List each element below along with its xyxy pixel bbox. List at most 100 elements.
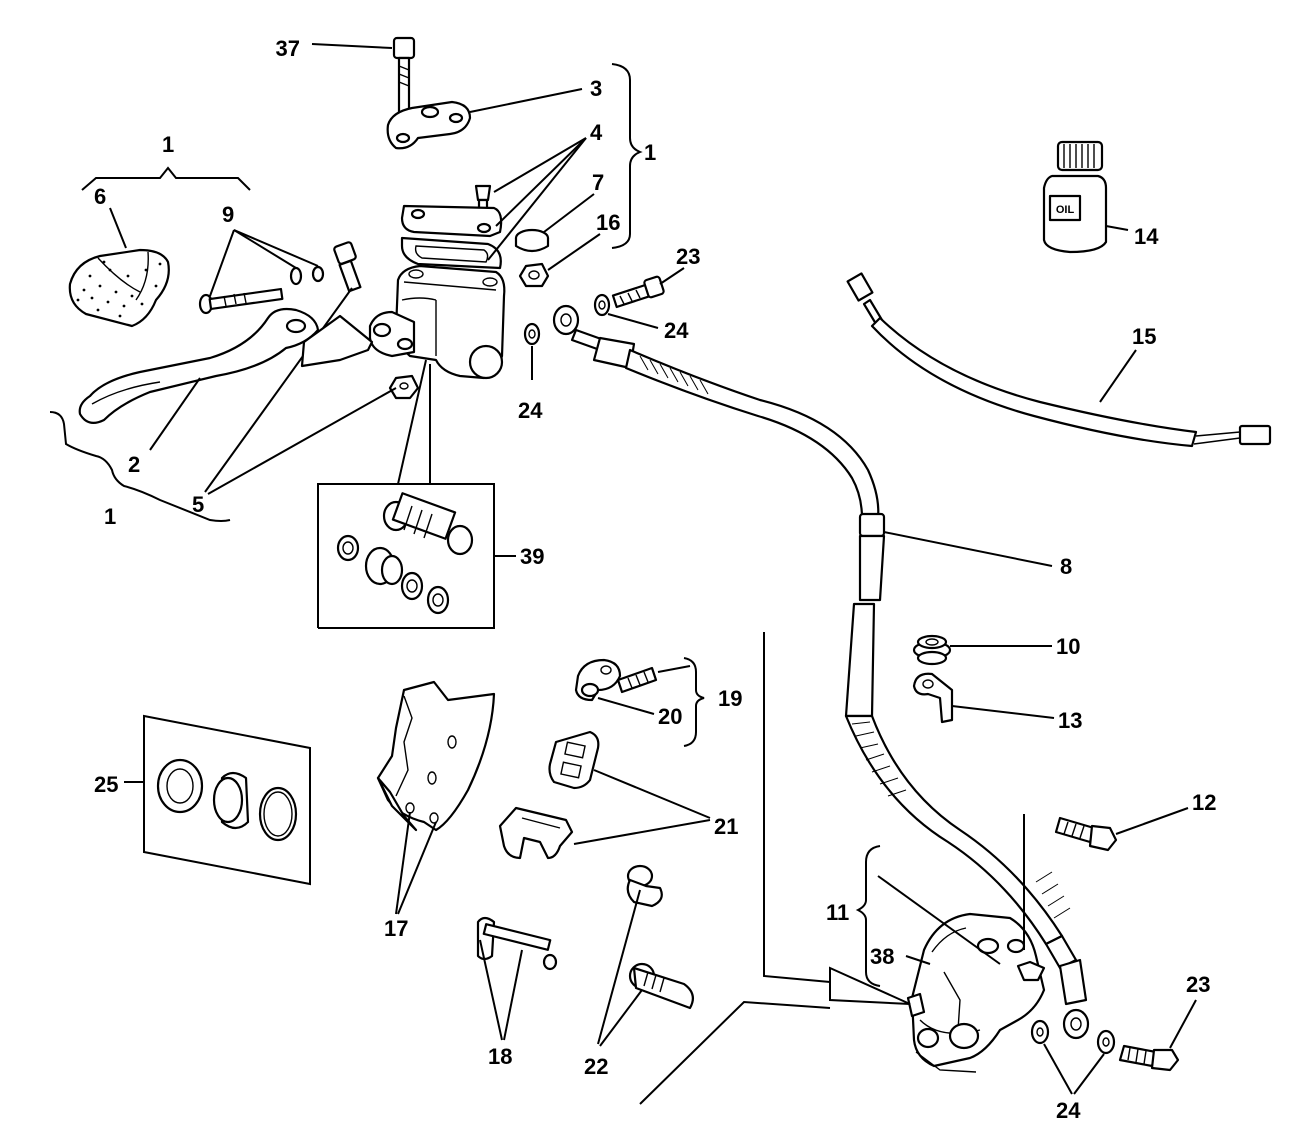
part-8-brake-hose [552, 304, 1090, 1040]
hose-braid-bottom [851, 721, 1071, 919]
leader-9b [233, 229, 297, 269]
leader-37 [311, 43, 393, 49]
leader-16 [547, 233, 601, 271]
callout-20: 20 [658, 704, 682, 729]
callout-11: 11 [826, 900, 849, 925]
callout-2: 2 [128, 452, 140, 477]
part-39-piston-kit [317, 359, 495, 629]
callout-8: 8 [1060, 554, 1072, 579]
part-14-oil-bottle: OIL [1042, 140, 1108, 254]
leader-22a [597, 889, 641, 1045]
part-23-banjo-bolt-top [611, 275, 665, 309]
part-24-washer-top-right [593, 293, 611, 317]
bracket-19 [683, 657, 705, 747]
part-22-pin [628, 962, 695, 1010]
callout-12: 12 [1192, 790, 1216, 815]
part-23-banjo-bolt-bottom [1118, 1044, 1180, 1072]
leader-24-bottom-b [1073, 1053, 1105, 1095]
part-24-washer-bottom-a [1030, 1019, 1050, 1045]
leader-4c [487, 137, 587, 261]
part-24-washer-top-left [523, 322, 541, 346]
part-21-clip-b [498, 806, 574, 860]
leader-3 [469, 88, 583, 113]
leader-5a [204, 287, 353, 493]
callout-4: 4 [590, 120, 603, 145]
leader-38 [905, 955, 931, 965]
part-6-lever-cover [68, 248, 170, 328]
leader-7 [543, 193, 595, 233]
leader-18a [479, 939, 503, 1041]
assembly-arrow-head [829, 966, 911, 1005]
leader-9c [233, 229, 319, 267]
part-4-reservoir-cover [400, 204, 503, 238]
part-16-nut [518, 262, 550, 288]
callout-21: 21 [714, 814, 738, 839]
leader-4a [493, 137, 587, 193]
part-13-bracket [912, 672, 954, 724]
leader-22b [599, 989, 643, 1047]
texture-dots [76, 260, 162, 318]
leader-15 [1099, 349, 1137, 403]
bracket-1-top-left [81, 166, 251, 191]
part-22-boot [626, 864, 663, 908]
leader-8 [883, 531, 1053, 567]
leader-17a [395, 811, 411, 915]
callout-38: 38 [870, 944, 894, 969]
bracket-1-right [611, 63, 643, 249]
part-3-clamp [386, 100, 472, 150]
part-2-brake-lever [78, 307, 374, 425]
callout-24-top-right: 24 [664, 318, 689, 343]
part-10-grommet [912, 634, 952, 666]
part-9-screw [198, 287, 284, 315]
part-4-gasket [400, 236, 502, 270]
callout-14: 14 [1134, 224, 1159, 249]
part-5-pivot-bolt [333, 241, 362, 293]
part-master-cylinder-body [368, 264, 506, 380]
leader-5b [207, 387, 397, 495]
leader-21b [573, 819, 711, 845]
leader-23-bottom [1169, 999, 1197, 1049]
leader-2 [149, 377, 201, 451]
callout-5: 5 [192, 492, 204, 517]
leader-14 [1105, 225, 1129, 231]
part-18-pad-pin [476, 916, 558, 971]
assembly-line-bottom [639, 1000, 831, 1105]
leader-4b [495, 137, 587, 227]
callout-6: 6 [94, 184, 106, 209]
leader-24-bottom-a [1043, 1043, 1073, 1095]
leader-20 [597, 697, 655, 715]
callout-16: 16 [596, 210, 620, 235]
callout-18: 18 [488, 1044, 512, 1069]
part-24-washer-bottom-b [1096, 1029, 1116, 1055]
bracket-11 [855, 845, 881, 987]
callout-22: 22 [584, 1054, 608, 1079]
part-9-bushing [289, 265, 325, 286]
part-37-bolt [392, 36, 416, 120]
part-25-caliper-piston-kit [143, 714, 311, 886]
assembly-line-left [763, 632, 831, 983]
callout-15: 15 [1132, 324, 1156, 349]
bracket-1-bottom [49, 411, 231, 522]
callout-24-bottom: 24 [1056, 1098, 1081, 1123]
leader-13 [951, 705, 1055, 719]
callout-17: 17 [384, 916, 408, 941]
callout-3: 3 [590, 76, 602, 101]
part-7-cap [514, 228, 550, 253]
leader-12 [1115, 807, 1189, 835]
callout-7: 7 [592, 170, 604, 195]
part-17-brake-pads [376, 680, 496, 832]
leader-23-top [659, 267, 685, 285]
seal-c [426, 585, 450, 615]
part-5-nut [388, 374, 420, 400]
leader-6 [109, 207, 127, 249]
part-21-clip-a [548, 730, 600, 790]
part-15-sensor-cable [846, 272, 1272, 448]
callout-23-bottom: 23 [1186, 972, 1210, 997]
callout-10: 10 [1056, 634, 1080, 659]
bottle-label: OIL [1056, 204, 1075, 216]
piston [382, 492, 474, 556]
hose-braid-top [639, 355, 709, 395]
leader-18b [503, 949, 523, 1041]
callout-13: 13 [1058, 708, 1082, 733]
